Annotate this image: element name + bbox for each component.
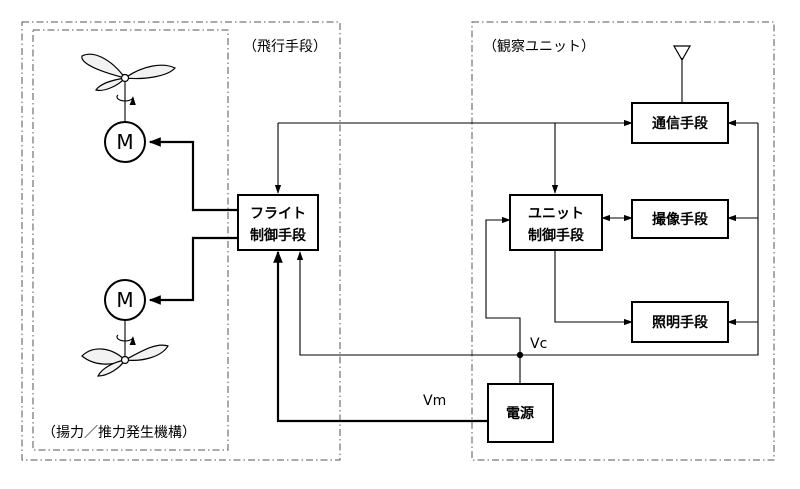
- flight-control-block: フライト 制御手段: [237, 194, 319, 251]
- unit-control-label-2: 制御手段: [528, 227, 584, 244]
- observation-unit-region: [471, 21, 775, 461]
- lower-motor-label: M: [116, 288, 133, 312]
- upper-motor-label: M: [116, 130, 133, 154]
- wire-drive-lower-motor: [148, 236, 238, 305]
- flight-means-label: （飛行手段）: [243, 39, 327, 55]
- wire-vc-right-rail: [520, 123, 759, 356]
- unit-control-label-1: ユニット: [528, 206, 584, 222]
- wire-vm-to-flight-control: [273, 250, 488, 423]
- wire-vc-to-flight-control: [296, 251, 520, 356]
- communication-block: 通信手段: [631, 102, 729, 144]
- communication-label: 通信手段: [652, 115, 708, 132]
- imaging-block: 撮像手段: [631, 199, 729, 239]
- antenna-icon: [672, 45, 692, 62]
- wire-drive-upper-motor: [148, 137, 238, 212]
- lower-propeller-icon: [81, 344, 169, 377]
- flight-control-label-1: フライト: [250, 206, 306, 222]
- upper-rotation-arrow-icon: [116, 94, 136, 106]
- power-block: 電源: [487, 383, 554, 443]
- lower-rotation-arrow-icon: [116, 334, 136, 346]
- vc-junction-dot: [516, 351, 524, 359]
- wire-vc-to-unit-control: [485, 216, 521, 355]
- lighting-block: 照明手段: [631, 301, 729, 343]
- lift-mechanism-region: [32, 29, 229, 451]
- lower-motor-icon: M: [104, 279, 146, 321]
- unit-control-block: ユニット 制御手段: [509, 194, 603, 251]
- observation-unit-label: （観察ユニット）: [483, 38, 595, 55]
- flight-means-region: [21, 21, 341, 461]
- vc-label: Vc: [530, 336, 547, 352]
- power-label: 電源: [506, 405, 534, 422]
- imaging-label: 撮像手段: [652, 211, 708, 228]
- upper-propeller-icon: [81, 53, 176, 91]
- lighting-label: 照明手段: [652, 314, 708, 331]
- wire-unit-to-lighting: [554, 250, 633, 326]
- lift-mechanism-label: （揚力／推力発生機構）: [42, 424, 196, 441]
- flight-control-label-2: 制御手段: [250, 227, 306, 244]
- vm-label: Vm: [423, 393, 446, 409]
- upper-motor-icon: M: [104, 121, 146, 163]
